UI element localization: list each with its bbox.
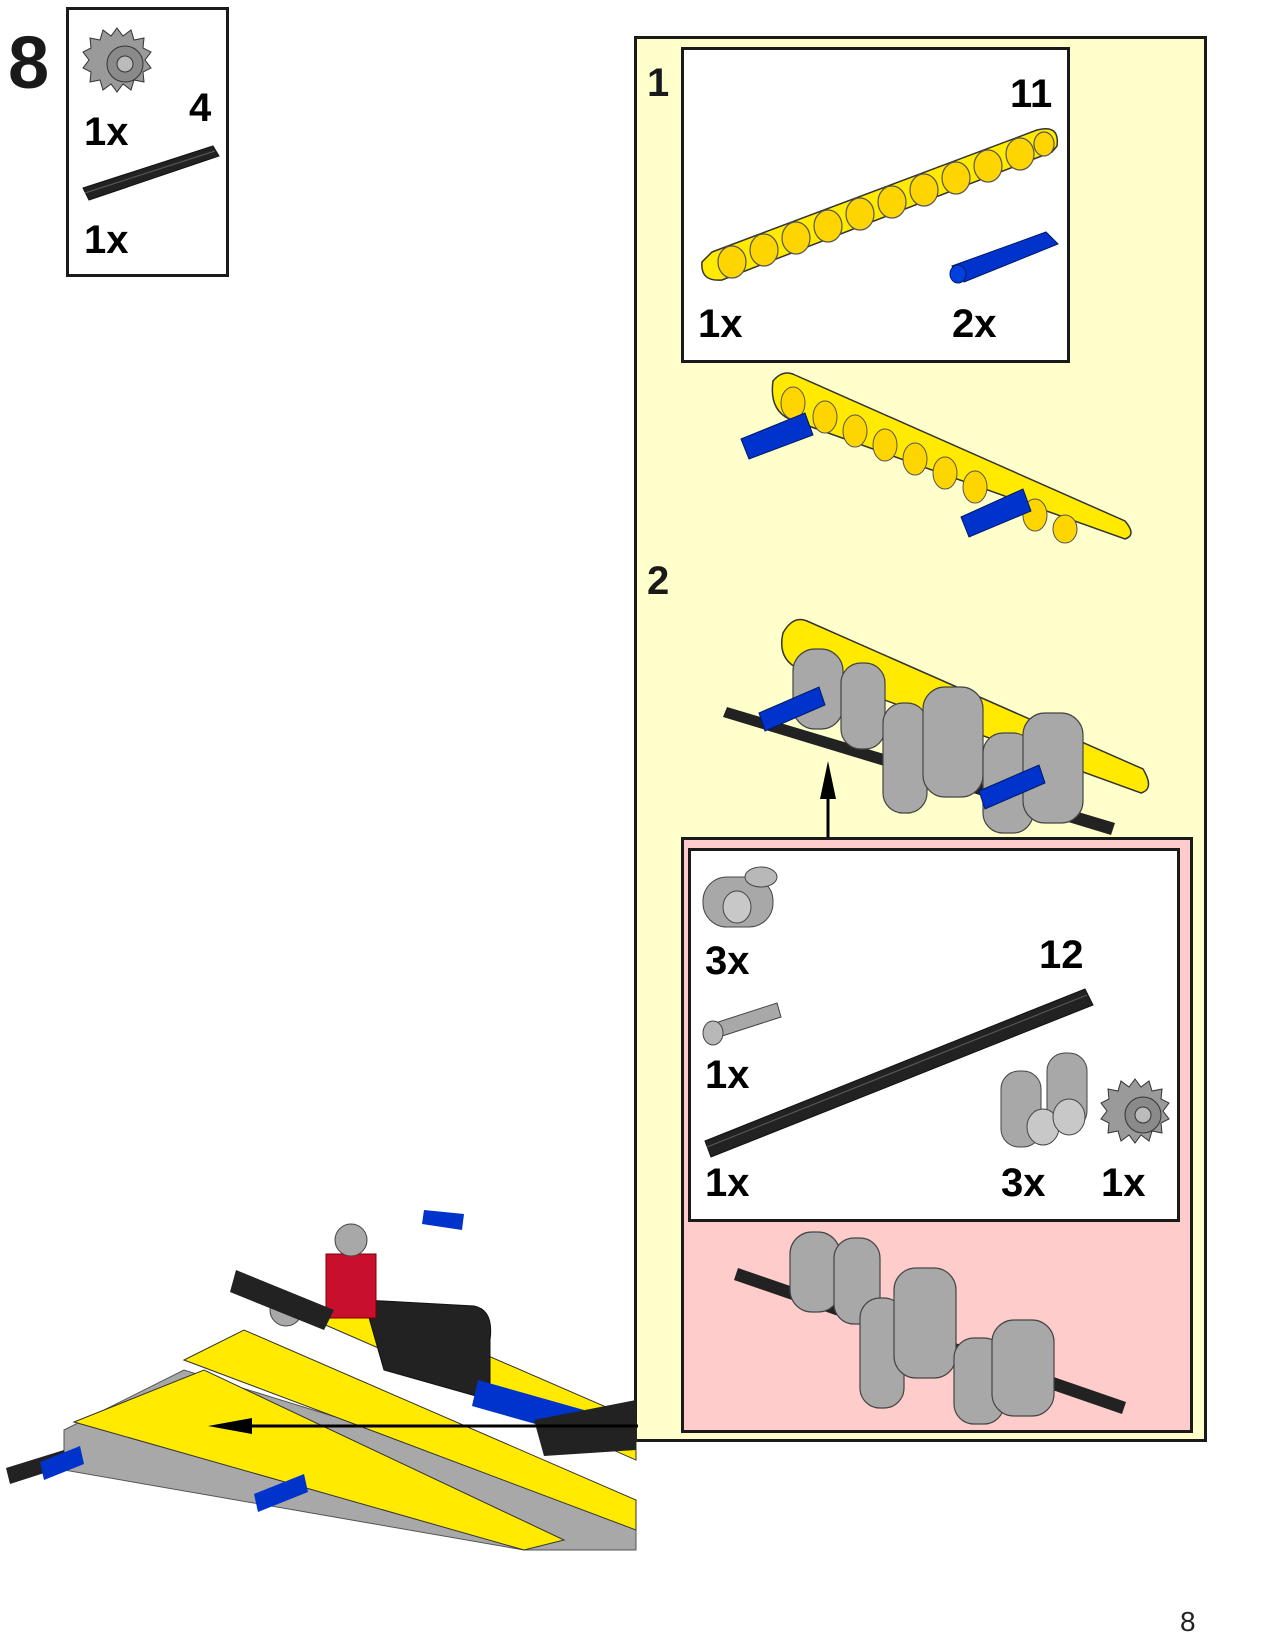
bevel-gear-icon-2: [1099, 1077, 1171, 1149]
main-model-image: [4, 1210, 637, 1551]
qty-double-cross-block: 3x: [1001, 1161, 1046, 1205]
page-number: 8: [1180, 1606, 1196, 1637]
axle-12-length-label: 12: [1039, 933, 1084, 977]
qty-axle: 1x: [84, 218, 129, 262]
qty-axle-pin: 1x: [705, 1053, 750, 1097]
beam-length-label: 11: [1010, 72, 1053, 116]
subassembly-result-image: [734, 1228, 1134, 1428]
subassembly-panel: 3x 1x 12 1x: [681, 837, 1193, 1433]
cross-block-icon: [699, 863, 783, 931]
assembly-arrow-up-icon: [818, 761, 838, 841]
substep-2-result-image: [723, 613, 1153, 843]
qty-pin: 2x: [952, 302, 997, 346]
main-parts-list: 1x 4 1x: [66, 7, 229, 277]
substep-number-2: 2: [647, 559, 670, 603]
attach-arrow-left-icon: [208, 1416, 638, 1436]
qty-cross-block: 3x: [705, 939, 750, 983]
qty-bevel-gear-2: 1x: [1101, 1161, 1146, 1205]
substep-panel: 1 11 1x 2x: [634, 36, 1207, 1442]
blue-pin-icon: [946, 226, 1066, 286]
double-cross-block-icon: [997, 1051, 1093, 1151]
substep-1-result-image: [733, 369, 1143, 544]
qty-bevel-gear: 1x: [84, 110, 129, 154]
qty-beam: 1x: [698, 302, 743, 346]
substep-1-parts-list: 11 1x 2x: [681, 47, 1070, 363]
axle-icon: [79, 138, 220, 208]
qty-axle-12: 1x: [705, 1161, 750, 1205]
axle-pin-icon: [699, 995, 783, 1051]
axle-12-icon: [701, 981, 1101, 1161]
axle-length-label: 4: [189, 86, 212, 130]
subassembly-parts-list: 3x 1x 12 1x: [688, 848, 1180, 1222]
beam-11-icon: [692, 122, 1062, 292]
substep-number-1: 1: [647, 61, 670, 105]
step-number: 8: [8, 21, 50, 104]
bevel-gear-icon: [81, 26, 153, 98]
